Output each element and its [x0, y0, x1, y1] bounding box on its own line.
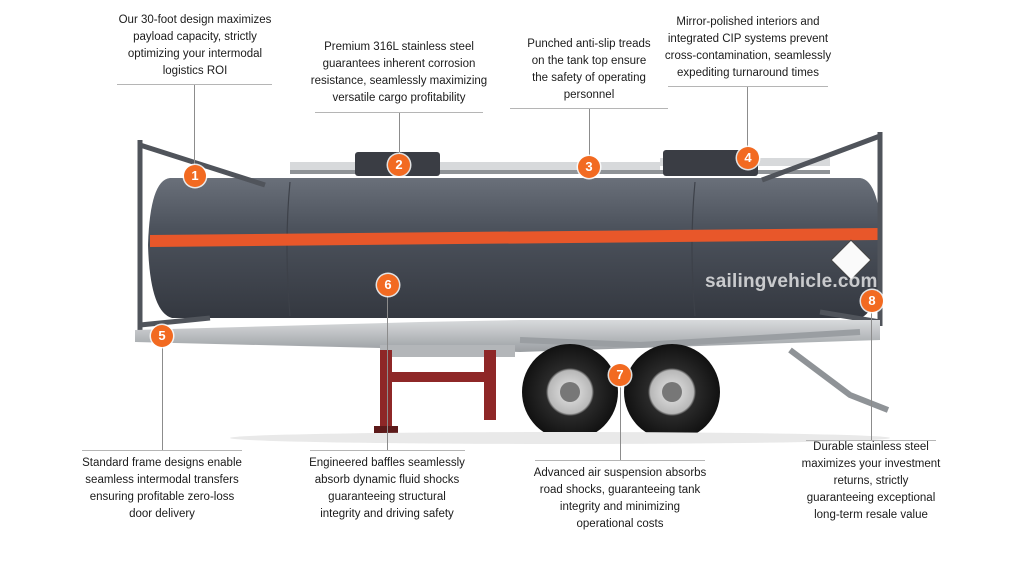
callout-7-line-1: Advanced air suspension absorbs: [533, 467, 707, 479]
callout-badge-4: 4: [737, 147, 759, 169]
callout-6-line-1: Engineered baffles seamlessly: [309, 457, 465, 469]
callout-text-8: Durable stainless steel maximizes your i…: [796, 439, 946, 524]
callout-rule-2: [315, 112, 483, 113]
callout-4-line-3: cross-contamination, seamlessly: [664, 50, 832, 62]
callout-2-line-2: guarantees inherent corrosion: [322, 58, 476, 70]
leader-line-4: [747, 86, 748, 158]
callout-badge-2: 2: [388, 154, 410, 176]
callout-6-line-3: guaranteeing structural: [328, 491, 446, 503]
callout-badge-5: 5: [151, 325, 173, 347]
callout-text-3: Punched anti-slip treads on the tank top…: [512, 36, 666, 104]
callout-3-line-3: the safety of operating: [532, 72, 646, 84]
callout-8-line-3: returns, strictly: [833, 475, 909, 487]
callout-badge-3: 3: [578, 156, 600, 178]
trailer-chassis: [135, 320, 890, 434]
callout-rule-7: [535, 460, 705, 461]
callout-2-line-3: resistance, seamlessly maximizing: [310, 75, 488, 87]
callout-text-4: Mirror-polished interiors and integrated…: [662, 14, 834, 82]
callout-5-line-2: seamless intermodal transfers: [85, 474, 239, 486]
callout-7-line-4: operational costs: [576, 518, 664, 530]
callout-badge-1: 1: [184, 165, 206, 187]
watermark: sailingvehicle.com: [705, 271, 878, 292]
callout-rule-4: [668, 86, 828, 87]
callout-3-line-4: personnel: [563, 89, 615, 101]
callout-2-line-1: Premium 316L stainless steel: [324, 41, 474, 53]
leader-line-2: [399, 112, 400, 164]
callout-text-7: Advanced air suspension absorbs road sho…: [528, 465, 712, 533]
callout-3-line-1: Punched anti-slip treads: [527, 38, 651, 50]
leader-line-8: [871, 308, 872, 440]
leader-line-1: [194, 84, 195, 176]
callout-badge-7: 7: [609, 364, 631, 386]
callout-1-line-2: payload capacity, strictly: [133, 31, 257, 43]
callout-6-line-2: absorb dynamic fluid shocks: [314, 474, 460, 486]
callout-text-5: Standard frame designs enable seamless i…: [76, 455, 248, 523]
callout-text-1: Our 30-foot design maximizes payload cap…: [110, 12, 280, 80]
wheel-set: [522, 344, 720, 440]
callout-3-line-2: on the tank top ensure: [531, 55, 647, 67]
callout-5-line-1: Standard frame designs enable: [82, 457, 242, 469]
callout-1-line-4: logistics ROI: [162, 65, 228, 77]
callout-8-line-5: long-term resale value: [814, 509, 928, 521]
leader-line-3: [589, 108, 590, 166]
callout-7-line-3: integrity and minimizing: [559, 501, 681, 513]
callout-badge-6: 6: [377, 274, 399, 296]
callout-4-line-4: expediting turnaround times: [677, 67, 819, 79]
callout-8-line-1: Durable stainless steel: [813, 441, 929, 453]
callout-text-2: Premium 316L stainless steel guarantees …: [306, 39, 492, 107]
callout-7-line-2: road shocks, guaranteeing tank: [539, 484, 701, 496]
callout-8-line-2: maximizes your investment: [801, 458, 941, 470]
callout-2-line-4: versatile cargo profitability: [332, 92, 466, 104]
callout-text-6: Engineered baffles seamlessly absorb dyn…: [302, 455, 472, 523]
callout-6-line-4: integrity and driving safety: [320, 508, 454, 520]
callout-5-line-4: door delivery: [129, 508, 195, 520]
callout-rule-8: [806, 440, 936, 441]
leader-line-7: [620, 382, 621, 460]
callout-rule-6: [310, 450, 465, 451]
callout-1-line-3: optimizing your intermodal: [127, 48, 263, 60]
callout-rule-5: [82, 450, 242, 451]
hazard-placard-icon: [830, 239, 872, 281]
leader-line-5: [162, 344, 163, 450]
callout-4-line-1: Mirror-polished interiors and: [676, 16, 820, 28]
callout-rule-1: [117, 84, 272, 85]
callout-badge-8: 8: [861, 290, 883, 312]
callout-8-line-4: guaranteeing exceptional: [806, 492, 936, 504]
callout-4-line-2: integrated CIP systems prevent: [667, 33, 829, 45]
callout-rule-3: [510, 108, 668, 109]
leader-line-6: [387, 292, 388, 450]
callout-5-line-3: ensuring profitable zero-loss: [89, 491, 235, 503]
callout-1-line-1: Our 30-foot design maximizes: [118, 14, 272, 26]
